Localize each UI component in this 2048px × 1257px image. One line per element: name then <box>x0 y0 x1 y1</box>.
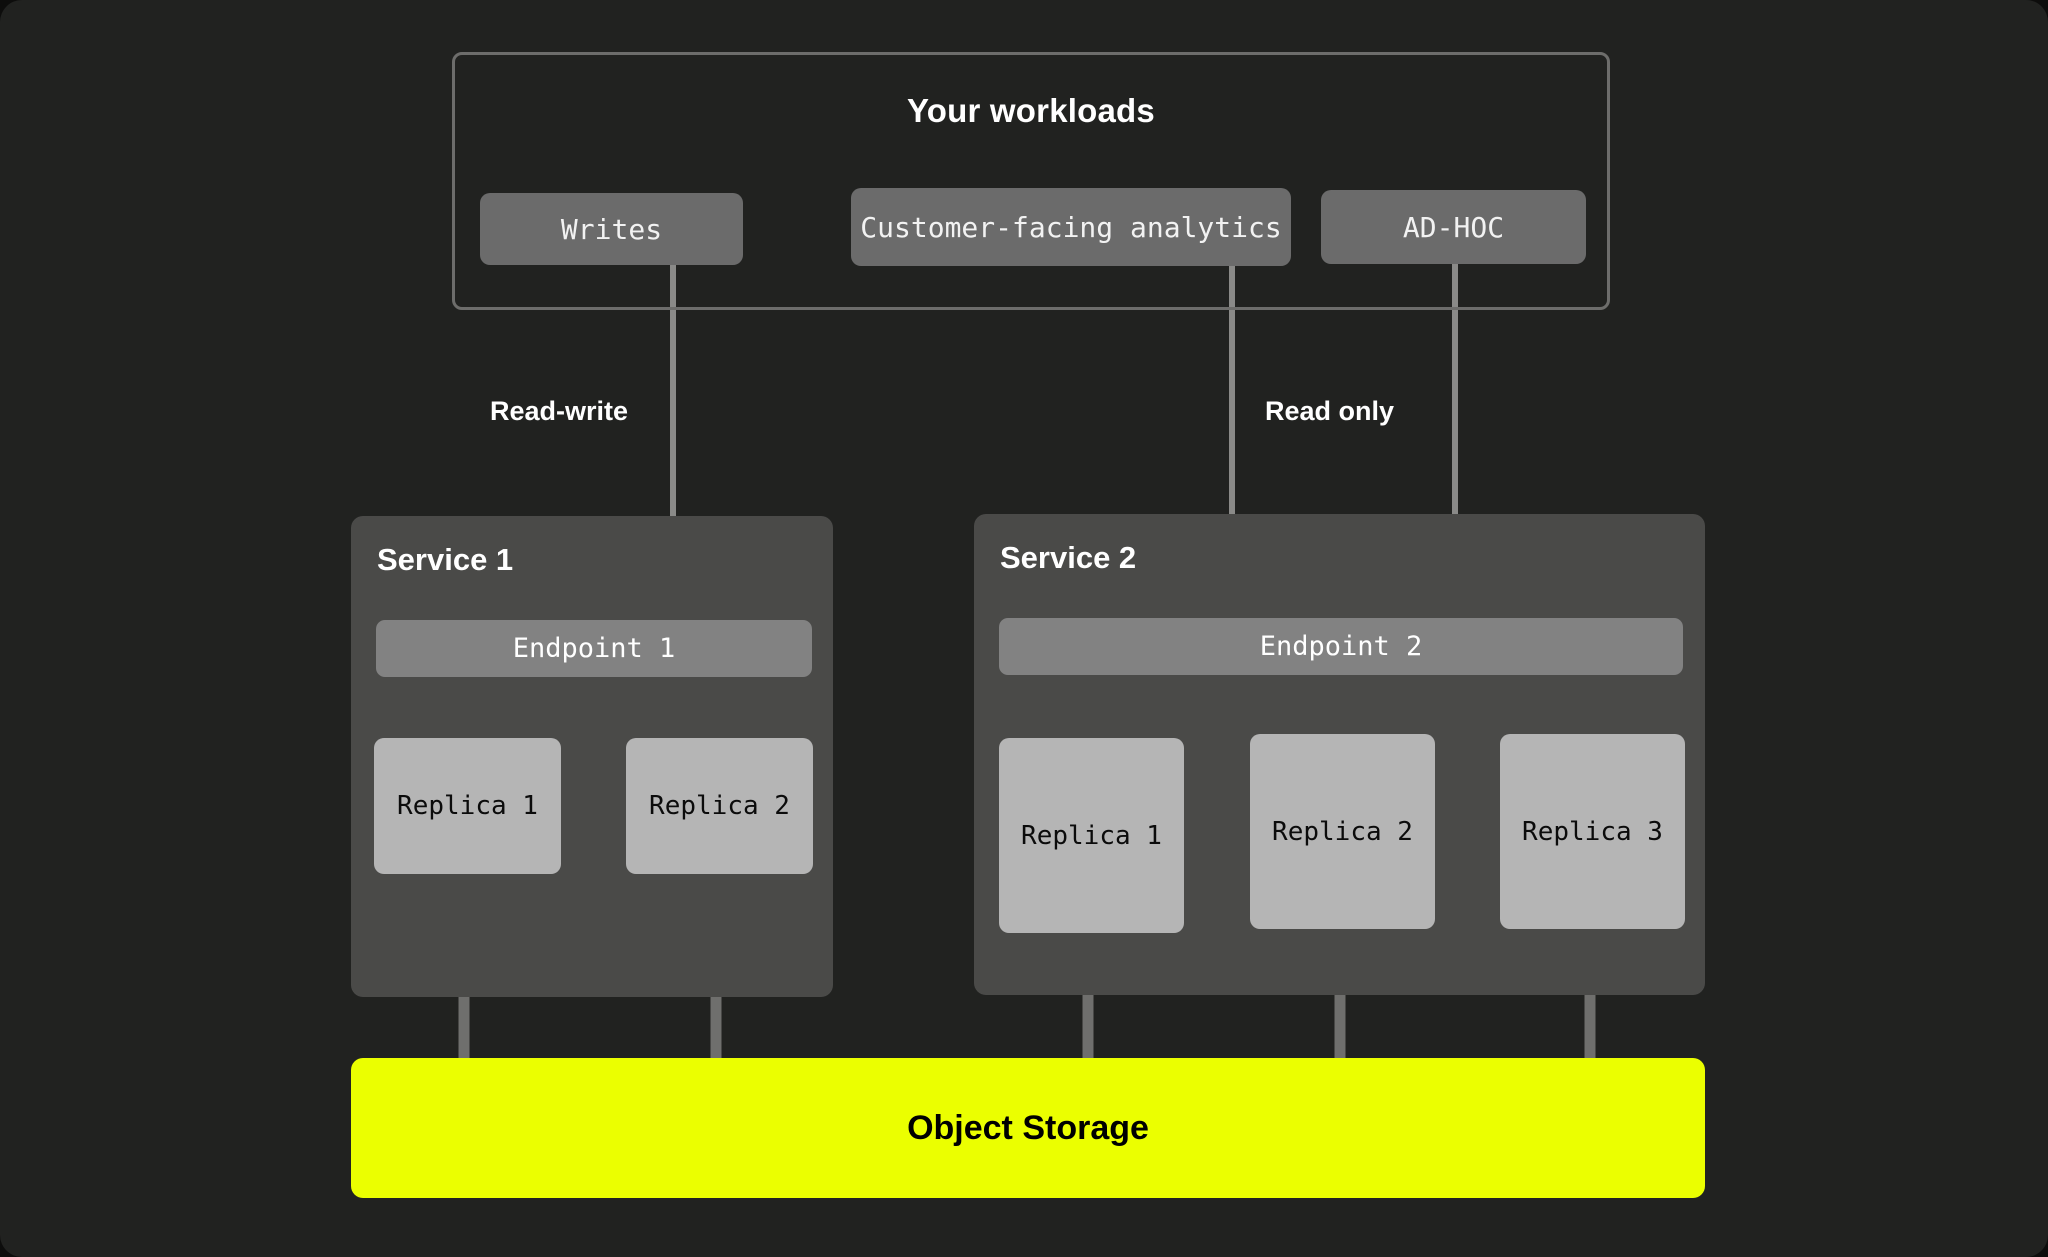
object-storage-bar[interactable]: Object Storage <box>351 1058 1705 1198</box>
endpoint-2[interactable]: Endpoint 2 <box>999 618 1683 675</box>
workloads-title: Your workloads <box>907 92 1155 129</box>
service-2-title: Service 2 <box>1000 540 1137 575</box>
edge-label-read-only: Read only <box>1265 396 1395 426</box>
service-1-title: Service 1 <box>377 542 514 577</box>
service-2-replica-1[interactable]: Replica 1 <box>999 738 1184 933</box>
service-2-replica-2[interactable]: Replica 2 <box>1250 734 1435 929</box>
workload-customer-facing-analytics[interactable]: Customer-facing analytics <box>851 188 1291 266</box>
workloads-container <box>452 52 1610 310</box>
service-2-replica-3[interactable]: Replica 3 <box>1500 734 1685 929</box>
endpoint-1[interactable]: Endpoint 1 <box>376 620 812 677</box>
service-1-replica-2[interactable]: Replica 2 <box>626 738 813 874</box>
workload-writes[interactable]: Writes <box>480 193 743 265</box>
edge-label-read-write: Read-write <box>490 396 629 426</box>
workload-ad-hoc[interactable]: AD-HOC <box>1321 190 1586 264</box>
service-1-replica-1[interactable]: Replica 1 <box>374 738 561 874</box>
